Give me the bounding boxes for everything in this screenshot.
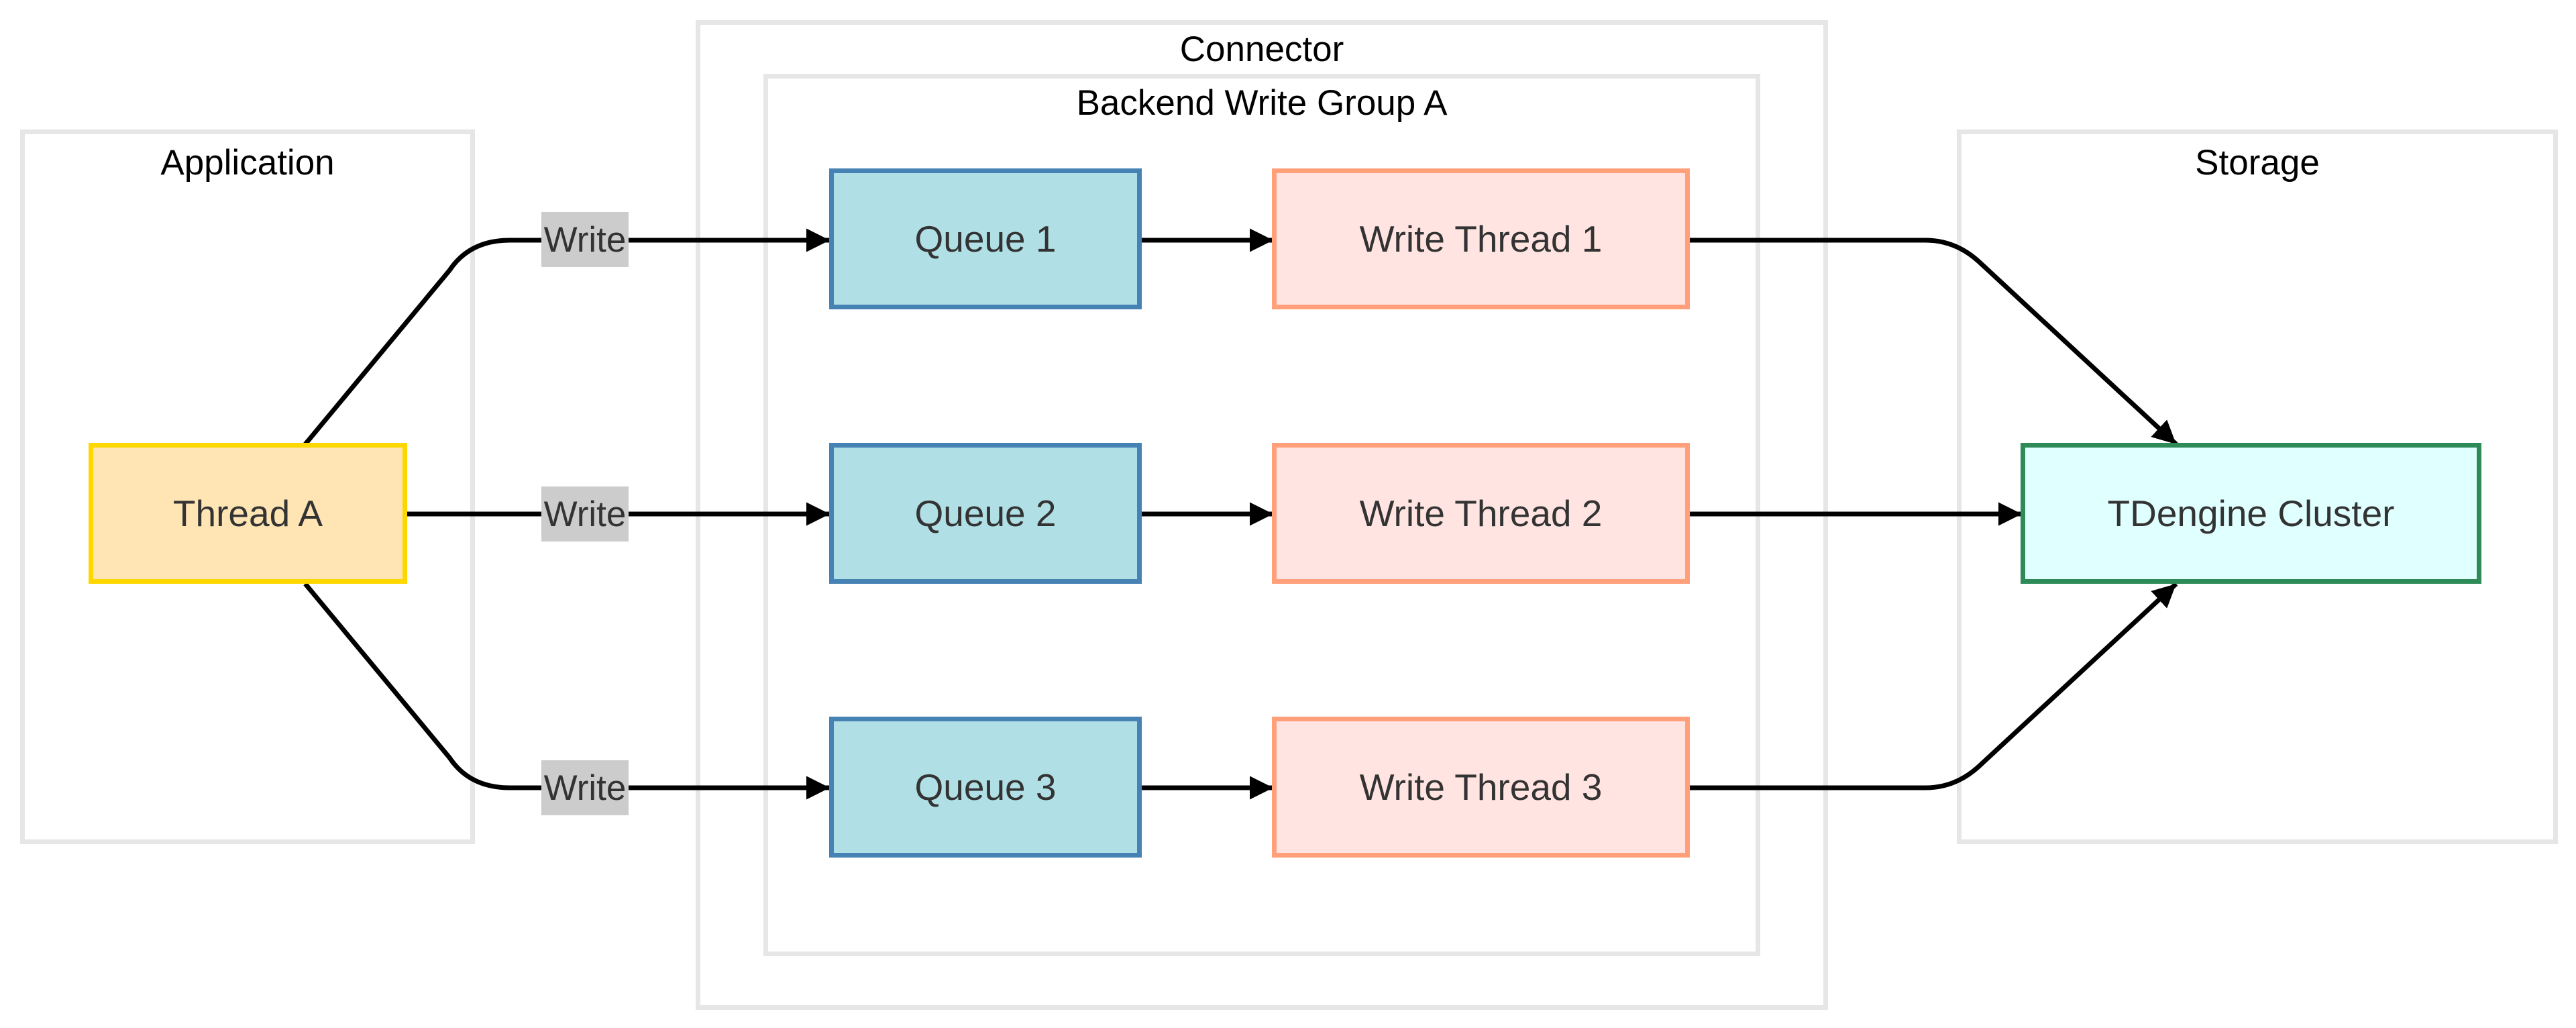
- backend-write-group-title: Backend Write Group A: [1076, 83, 1448, 123]
- edge-label-write-1: Write: [541, 212, 629, 267]
- edge-thread-a-to-queue-3: [303, 582, 830, 800]
- edge-label-write-3: Write: [541, 760, 629, 815]
- write-thread-3-node: Write Thread 3: [1272, 717, 1690, 858]
- edge-label-write-2: Write: [541, 486, 629, 542]
- connector-group-title: Connector: [1179, 30, 1344, 69]
- storage-group: Storage: [1957, 130, 2558, 844]
- tdengine-cluster-node: TDengine Cluster: [2021, 443, 2481, 584]
- storage-group-title: Storage: [2195, 143, 2320, 183]
- application-group: Application: [20, 130, 475, 844]
- application-group-title: Application: [160, 143, 335, 183]
- edge-write-thread-3-to-cluster: [1688, 582, 2178, 790]
- thread-a-node: Thread A: [89, 443, 407, 584]
- write-thread-1-node: Write Thread 1: [1272, 168, 1690, 309]
- edge-write-thread-1-to-cluster: [1688, 238, 2178, 446]
- queue-2-node: Queue 2: [829, 443, 1142, 584]
- queue-1-node: Queue 1: [829, 168, 1142, 309]
- edge-thread-a-to-queue-1: [303, 228, 830, 446]
- queue-3-node: Queue 3: [829, 717, 1142, 858]
- write-thread-2-node: Write Thread 2: [1272, 443, 1690, 584]
